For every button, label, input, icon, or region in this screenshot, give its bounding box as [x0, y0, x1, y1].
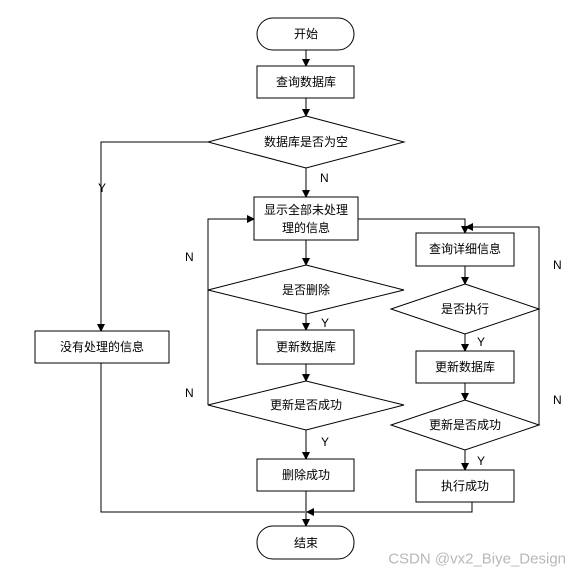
start-terminal	[256, 17, 355, 51]
branch-label-empty-yes: Y	[98, 181, 106, 195]
arrow-execute-success-to-end	[306, 502, 473, 516]
branch-label-execute-no: N	[553, 258, 562, 272]
execute-q-label: 是否执行	[441, 302, 489, 316]
db-empty-decision	[206, 115, 406, 169]
no-info-label: 没有处理的信息	[60, 339, 144, 354]
update-db-right-box	[415, 350, 515, 384]
execute-success-label: 执行成功	[441, 479, 489, 493]
branch-label-delete-yes: Y	[321, 316, 329, 330]
query-db-label: 查询数据库	[276, 74, 336, 89]
arrow-show-to-query-detail	[358, 218, 469, 234]
line-noinfo-to-end	[100, 363, 305, 513]
query-db-box	[256, 65, 355, 99]
db-empty-label: 数据库是否为空	[264, 134, 348, 149]
end-terminal	[256, 525, 355, 560]
show-all-label-line1: 显示全部未处理	[264, 202, 348, 217]
branch-label-delete-no: N	[185, 250, 194, 264]
execute-success-box	[415, 469, 515, 503]
arrow-empty-yes	[97, 141, 208, 332]
watermark-text: CSDN @vx2_Biye_Design	[388, 551, 566, 568]
arrow-execute-no	[465, 223, 540, 309]
update-success-left-label: 更新是否成功	[270, 397, 342, 412]
connector-lines	[97, 50, 540, 527]
update-success-right-decision	[389, 399, 541, 451]
end-label: 结束	[294, 536, 318, 550]
show-all-box	[253, 196, 359, 241]
update-db-left-box	[256, 329, 355, 365]
update-success-right-label: 更新是否成功	[429, 417, 501, 432]
branch-label-update-left-no: N	[185, 386, 194, 400]
branch-label-update-left-yes: Y	[321, 435, 329, 449]
branch-label-update-right-no: N	[553, 393, 562, 407]
update-db-left-label: 更新数据库	[276, 339, 336, 354]
execute-decision	[389, 283, 541, 335]
arrow-delete-no	[207, 215, 255, 290]
delete-decision	[207, 264, 405, 315]
query-detail-label: 查询详细信息	[429, 241, 501, 256]
delete-q-label: 是否删除	[282, 282, 330, 297]
delete-success-box	[256, 458, 355, 492]
branch-label-empty-no: N	[320, 171, 329, 185]
delete-success-label: 删除成功	[282, 467, 330, 482]
no-info-box	[34, 330, 170, 364]
branch-label-update-right-yes: Y	[477, 454, 485, 468]
update-db-right-label: 更新数据库	[435, 359, 495, 374]
branch-label-execute-yes: Y	[477, 335, 485, 349]
query-detail-box	[415, 232, 515, 267]
update-success-left-decision	[207, 380, 405, 431]
show-all-label-line2: 理的信息	[282, 220, 330, 235]
start-label: 开始	[294, 27, 318, 41]
